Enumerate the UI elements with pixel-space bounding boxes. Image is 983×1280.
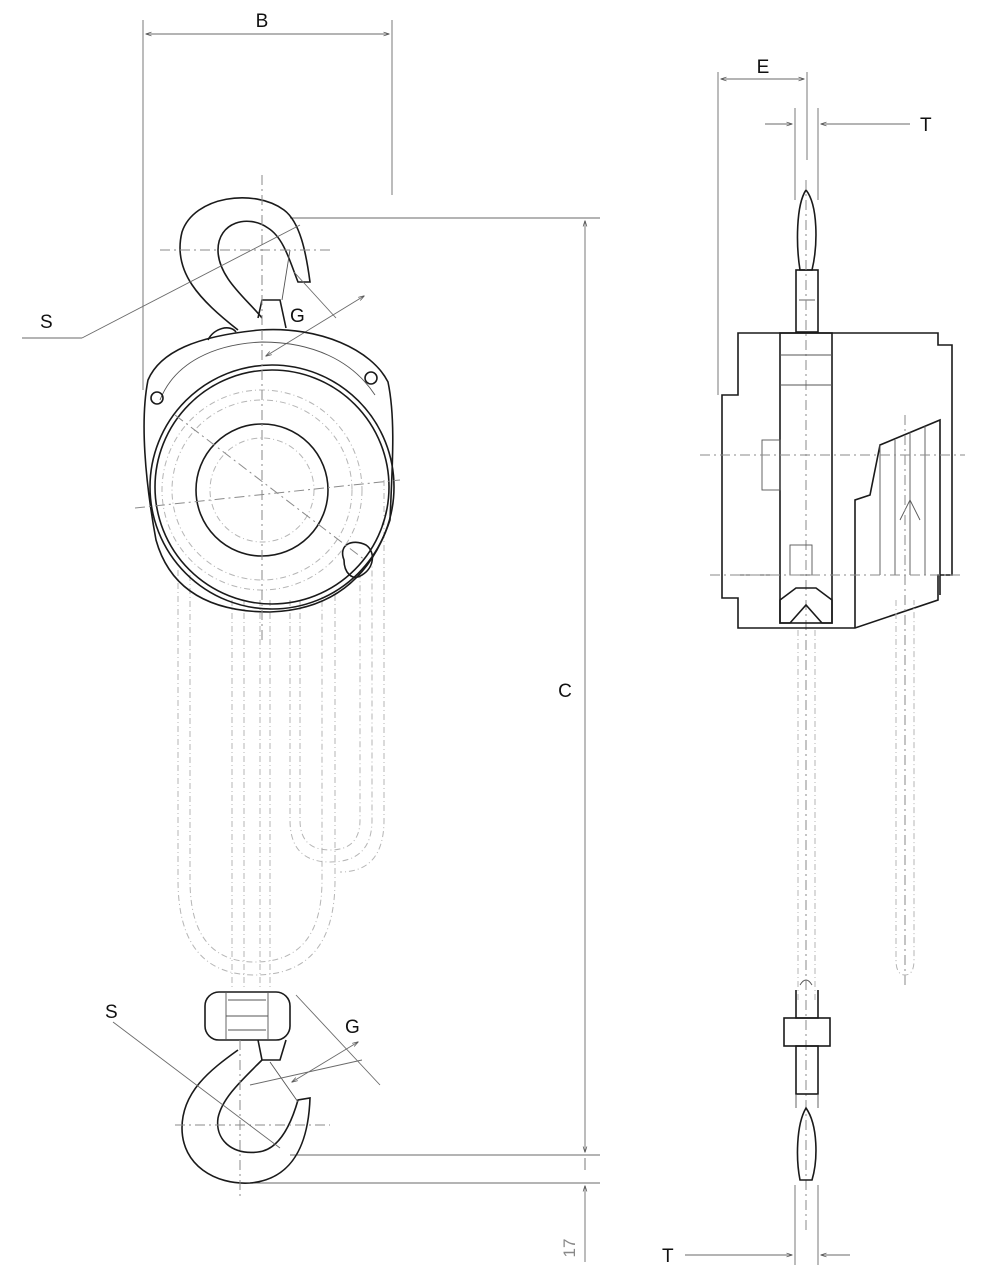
dimension-t-bottom: T [662, 1185, 850, 1267]
label-s-upper: S [40, 312, 53, 333]
side-view: E T [662, 57, 965, 1267]
hand-chain-loops [177, 480, 385, 990]
g-upper-callout: G [266, 271, 364, 356]
label-17: 17 [560, 1239, 579, 1258]
label-s-lower: S [105, 1002, 118, 1023]
side-hoist-body [700, 332, 965, 985]
label-t-top: T [920, 115, 932, 136]
dimension-t-top: T [765, 108, 932, 200]
label-g-lower: G [345, 1017, 360, 1038]
dimension-17: 17 [240, 1158, 600, 1262]
label-e: E [757, 57, 770, 78]
dimension-e: E [717, 57, 808, 395]
label-g-upper: G [290, 306, 305, 327]
label-c: C [558, 681, 572, 702]
side-bottom-block [783, 979, 831, 1181]
g-lower-callout: G [249, 994, 381, 1086]
dimension-c: C [290, 217, 600, 1156]
front-view: B C 17 [22, 11, 600, 1262]
side-hand-chain [797, 600, 915, 1000]
label-b: B [256, 11, 269, 32]
hoist-body [134, 327, 401, 640]
bottom-block [204, 991, 291, 1041]
label-t-bottom: T [662, 1246, 674, 1267]
s-upper-callout: S [22, 224, 301, 339]
dimension-b: B [142, 11, 393, 390]
bottom-hook [175, 1039, 330, 1200]
s-lower-callout: S [105, 1002, 281, 1149]
